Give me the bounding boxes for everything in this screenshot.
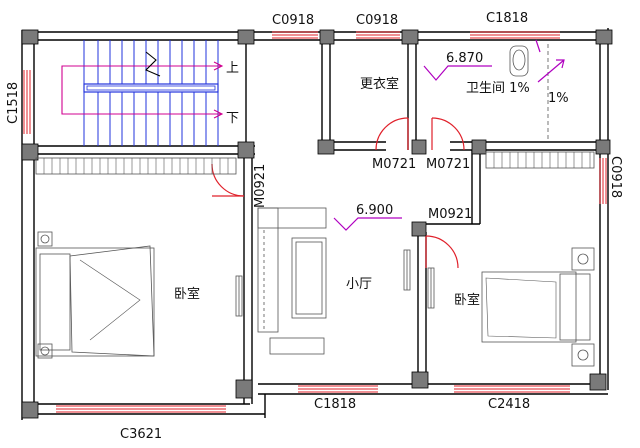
elevation-label-bath: 6.870 [446,51,483,66]
window-tag-top-right: C1818 [486,11,528,26]
door-swing-bedroom-right [425,235,459,269]
stair-arrows [61,51,224,119]
window-tag-bottom-right: C2418 [488,397,530,412]
window-tag-labels: C0918 C0918 C1818 C1518 C0918 C3621 C181… [6,11,623,442]
columns [21,29,613,419]
door-tag-dressing: M0721 [372,157,416,172]
stair-label-up: 上 [226,61,239,76]
door-swing-dressing [375,117,409,151]
windows [23,31,607,413]
window-tag-bottom-middle: C1818 [314,397,356,412]
window-top-right [470,31,560,39]
room-label-bathroom: 卫生间 1% [466,81,530,96]
stair [83,40,219,146]
slope-arrow-bath-left [535,39,541,53]
elevation-labels: 6.900 6.870 1% [356,51,569,218]
door-tag-bath: M0721 [426,157,470,172]
room-label-living: 小厅 [346,277,372,292]
window-bottom-middle [298,385,378,393]
window-tag-bottom-left: C3621 [120,427,162,442]
window-tag-right-vertical: C0918 [608,156,623,198]
slope-arrow-bath [537,59,565,83]
stair-label-down: 下 [226,111,239,126]
walls [21,28,612,420]
stair-labels: 上 下 [226,61,239,126]
window-right-vertical [599,158,607,204]
door-swing-bedroom-left [211,163,245,197]
elevation-label-hall: 6.900 [356,203,393,218]
room-label-bedroom-right: 卧室 [454,292,480,308]
doors [211,117,465,269]
window-tag-top-left: C0918 [272,13,314,28]
window-tag-top-middle: C0918 [356,13,398,28]
room-labels: 更衣室 卫生间 1% 卧室 小厅 卧室 [174,76,530,308]
window-top-middle [356,31,400,39]
elevation-mark-hall [333,217,402,231]
window-top-left [272,31,318,39]
door-tag-bedroom-right: M0921 [428,207,472,222]
window-bottom-left [56,405,226,413]
elevation-marks [333,39,565,231]
door-tag-labels: M0721 M0721 M0921 M0921 [253,157,472,222]
window-tag-left-vertical: C1518 [6,82,21,124]
slope-label-bath: 1% [548,91,569,106]
elevation-mark-bath [423,65,492,81]
room-label-bedroom-left: 卧室 [174,286,200,302]
room-label-dressing: 更衣室 [360,76,399,92]
window-bottom-right [454,385,570,393]
door-tag-bedroom-left: M0921 [253,164,268,208]
furniture [35,44,595,367]
door-swing-bath [431,117,465,151]
window-left-vertical [23,70,31,134]
